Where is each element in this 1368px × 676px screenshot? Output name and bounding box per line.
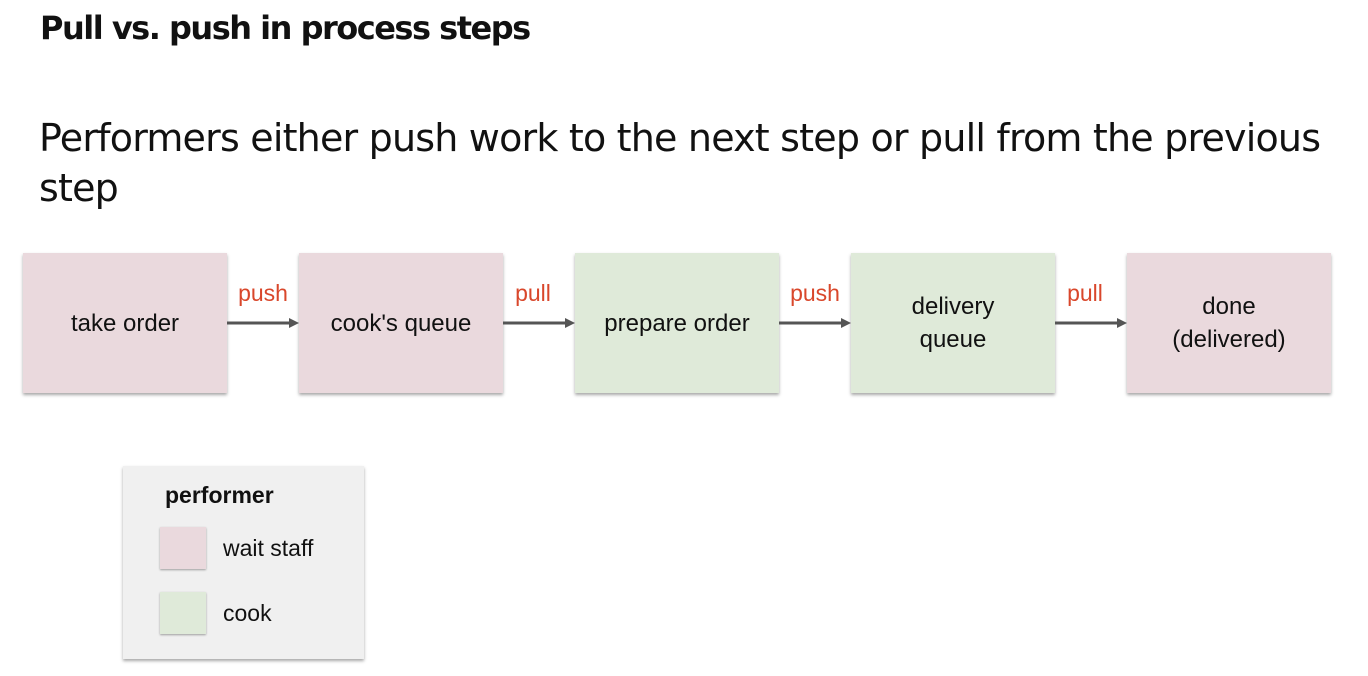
step-label: cook's queue <box>330 309 472 337</box>
step-take-order: take order <box>23 253 227 393</box>
connector-label: pull <box>515 280 551 306</box>
arrow-right-icon <box>227 318 299 328</box>
legend-swatch-wait-staff <box>160 527 206 569</box>
connector-pull-1: pull <box>503 278 575 328</box>
connector-label: pull <box>1067 280 1103 306</box>
legend-label: wait staff <box>223 535 314 561</box>
arrow-right-icon <box>779 318 851 328</box>
legend: performer wait staff cook <box>123 466 364 659</box>
step-label: take order <box>70 309 180 337</box>
step-prepare-order: prepare order <box>575 253 779 393</box>
arrow-right-icon <box>1055 318 1127 328</box>
step-label: prepare order <box>604 309 750 337</box>
step-label: delivery queue <box>911 293 995 353</box>
connector-push-2: push <box>779 278 851 328</box>
slide-title: Pull vs. push in process steps <box>40 9 531 47</box>
step-done-delivered: done (delivered) <box>1127 253 1331 393</box>
legend-title: performer <box>165 482 274 508</box>
legend-item-cook: cook <box>160 592 350 634</box>
legend-item-wait-staff: wait staff <box>160 527 350 569</box>
connector-pull-2: pull <box>1055 278 1127 328</box>
arrow-right-icon <box>503 318 575 328</box>
connector-push-1: push <box>227 278 299 328</box>
legend-swatch-cook <box>160 592 206 634</box>
connector-label: push <box>790 280 840 306</box>
slide-subtitle: Performers either push work to the next … <box>39 116 1321 210</box>
step-cooks-queue: cook's queue <box>299 253 503 393</box>
legend-label: cook <box>223 600 272 626</box>
connector-label: push <box>238 280 288 306</box>
step-delivery-queue: delivery queue <box>851 253 1055 393</box>
step-label: done (delivered) <box>1172 293 1286 353</box>
